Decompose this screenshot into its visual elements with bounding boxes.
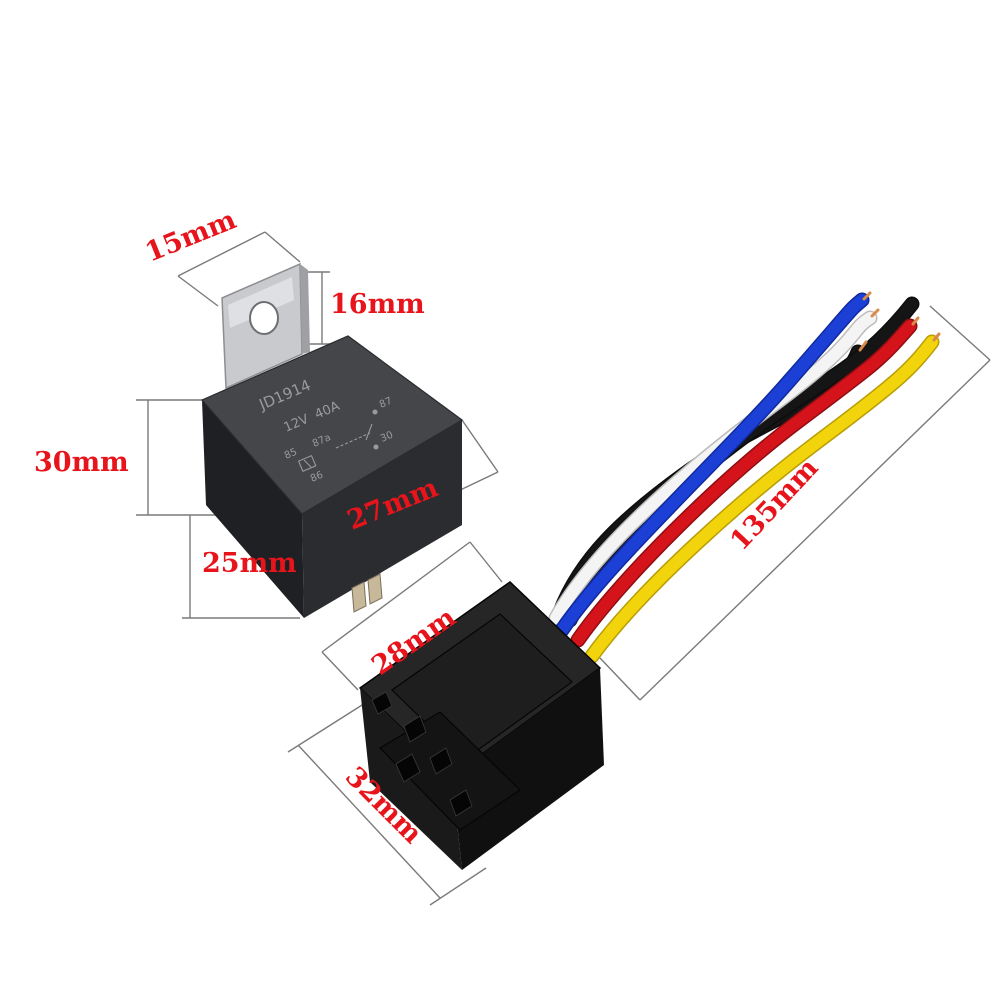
relay-pin-86: 86 xyxy=(309,470,325,485)
relay-pin-85: 85 xyxy=(283,447,299,462)
label-pin-height: 25mm xyxy=(202,548,297,579)
mounting-bracket xyxy=(221,262,310,390)
relay: JD1914 12V 40A 85 87a 87 86 30 xyxy=(201,262,464,618)
relay-pin-30: 30 xyxy=(379,430,395,445)
relay-socket xyxy=(358,581,604,870)
label-bracket-width: 15mm xyxy=(141,204,240,268)
wire-harness xyxy=(548,291,941,664)
relay-pin-87: 87 xyxy=(378,396,394,411)
relay-schematic-icon xyxy=(297,409,379,472)
label-relay-height: 30mm xyxy=(34,447,129,478)
wire-tips xyxy=(858,291,941,352)
bracket-hole-icon xyxy=(249,301,279,335)
label-bracket-height: 16mm xyxy=(330,289,425,320)
relay-terminals xyxy=(351,573,383,613)
socket-slots xyxy=(371,691,473,817)
